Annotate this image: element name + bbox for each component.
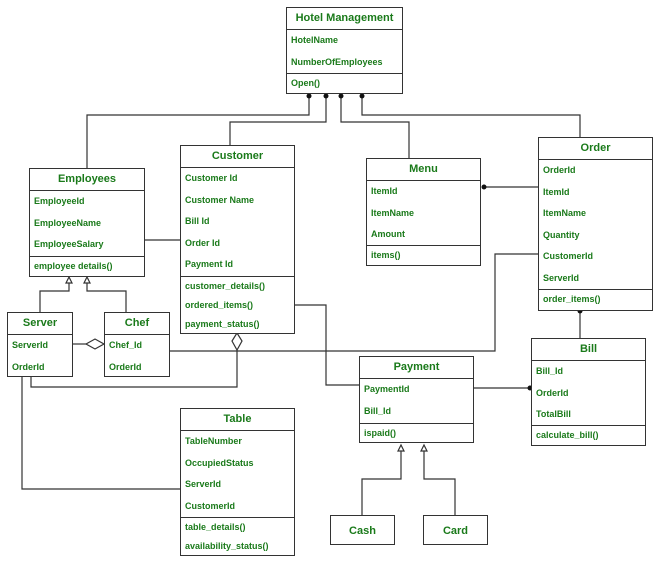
class-bill[interactable]: Bill Bill_Id OrderId TotalBill calculate… (531, 338, 646, 446)
generalization-arrowhead (83, 275, 91, 284)
attribute: CustomerId (185, 500, 236, 511)
operation: items() (371, 250, 401, 260)
operation: Open() (291, 78, 320, 88)
attribute: ItemId (371, 186, 398, 196)
operation: payment_status() (185, 319, 260, 329)
attribute: CustomerId (543, 251, 594, 261)
generalization-arrowhead (65, 275, 73, 284)
attribute: Amount (371, 229, 405, 239)
operation: customer_details() (185, 281, 266, 291)
class-table[interactable]: Table TableNumber OccupiedStatus ServerI… (180, 408, 295, 556)
attribute: ItemName (543, 208, 587, 218)
composition-hotel-menu (340, 94, 410, 158)
class-order[interactable]: Order OrderId ItemId ItemName Quantity C… (538, 137, 653, 311)
operation: employee details() (34, 261, 113, 271)
attribute: OrderId (536, 387, 569, 398)
class-name: Cash (349, 525, 376, 537)
class-name: Card (442, 525, 469, 537)
composition-hotel-customer (229, 94, 327, 146)
class-menu[interactable]: Menu ItemId ItemName Amount items() (366, 158, 481, 266)
composition-hotel-order (361, 94, 581, 137)
attribute: Customer Name (185, 194, 255, 205)
attribute: OccupiedStatus (185, 457, 254, 468)
generalization-arrowhead (397, 443, 405, 452)
class-name: Order (539, 138, 652, 160)
attribute: Bill_Id (536, 366, 564, 376)
association-customer-payment (295, 304, 359, 386)
attribute: Bill Id (185, 216, 210, 226)
generalization-arrowhead (420, 443, 428, 452)
association-server-table (21, 376, 180, 490)
attribute: EmployeeSalary (34, 239, 104, 249)
class-payment[interactable]: Payment PaymentId Bill_Id ispaid() (359, 356, 474, 443)
composition-diamond (323, 93, 329, 99)
attribute: EmployeeId (34, 196, 85, 206)
attribute: Chef_Id (109, 340, 143, 350)
attribute: OrderId (543, 165, 576, 175)
attribute: Customer Id (185, 173, 238, 183)
aggregation-diamond (231, 331, 243, 352)
operation: calculate_bill() (536, 430, 599, 440)
composition-diamond (306, 93, 312, 99)
operation: ispaid() (364, 428, 397, 438)
attribute: Payment Id (185, 259, 234, 269)
class-name: Payment (360, 357, 473, 379)
attribute: TableNumber (185, 436, 242, 446)
composition-diamond (481, 184, 487, 190)
class-name: Employees (30, 169, 144, 191)
generalization-cash-payment (361, 448, 402, 515)
attribute: Quantity (543, 229, 580, 240)
class-chef[interactable]: Chef Chef_Id OrderId (104, 312, 170, 377)
class-name: Server (8, 313, 72, 335)
class-cash[interactable]: Cash (330, 515, 395, 545)
class-name: Table (181, 409, 294, 431)
attribute: TotalBill (536, 409, 571, 419)
operation: ordered_items() (185, 300, 254, 310)
attribute: ItemName (371, 207, 415, 218)
aggregation-diamond (84, 338, 106, 350)
class-name: Chef (105, 313, 169, 335)
aggregation-server-customer (30, 350, 238, 388)
attribute: Order Id (185, 237, 221, 248)
attribute: OrderId (109, 361, 142, 372)
class-name: Customer (181, 146, 294, 168)
class-hotel-management[interactable]: Hotel Management HotelName NumberOfEmplo… (286, 7, 403, 94)
attribute: ItemId (543, 186, 570, 197)
operation: order_items() (543, 294, 601, 304)
composition-diamond (338, 93, 344, 99)
class-employees[interactable]: Employees EmployeeId EmployeeName Employ… (29, 168, 145, 277)
association-chef-order (170, 253, 538, 352)
attribute: ServerId (185, 479, 222, 489)
class-name: Hotel Management (287, 8, 402, 30)
attribute: OrderId (12, 361, 45, 372)
attribute: Bill_Id (364, 405, 392, 416)
class-name: Bill (532, 339, 645, 361)
composition-diamond (359, 93, 365, 99)
generalization-server-employees (39, 280, 70, 312)
attribute: ServerId (12, 340, 49, 350)
operation: availability_status() (185, 541, 269, 551)
class-customer[interactable]: Customer Customer Id Customer Name Bill … (180, 145, 295, 334)
attribute: EmployeeName (34, 217, 102, 228)
generalization-chef-employees (86, 280, 127, 312)
attribute: HotelName (291, 35, 339, 45)
operation: table_details() (185, 522, 246, 532)
attribute: ServerId (543, 272, 580, 283)
attribute: PaymentId (364, 384, 410, 394)
attribute: NumberOfEmployees (291, 56, 383, 67)
class-server[interactable]: Server ServerId OrderId (7, 312, 73, 377)
class-card[interactable]: Card (423, 515, 488, 545)
composition-hotel-employees (86, 94, 310, 169)
class-name: Menu (367, 159, 480, 181)
generalization-card-payment (423, 448, 456, 515)
